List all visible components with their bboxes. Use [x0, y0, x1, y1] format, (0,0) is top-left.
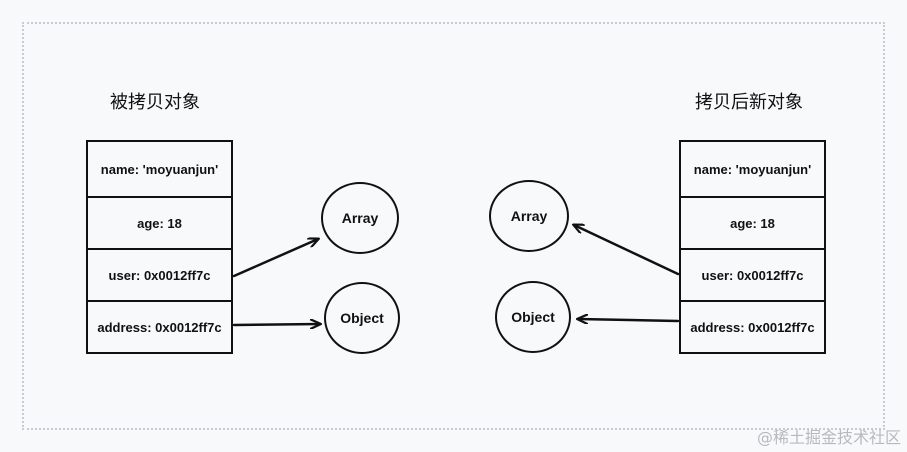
left-array-node: Array [321, 182, 399, 254]
left-object-node: Object [324, 282, 400, 354]
right-row-name: name: 'moyuanjun' [693, 161, 812, 177]
diagram-frame [22, 22, 885, 430]
right-row-address: address: 0x0012ff7c [681, 300, 824, 352]
arrow-right-address-to-object [578, 319, 680, 321]
left-object-table: name: 'moyuanjun' age: 18 user: 0x0012ff… [86, 140, 233, 354]
right-object-node: Object [495, 281, 571, 353]
arrow-left-address-to-object [232, 324, 320, 325]
right-object-table: name: 'moyuanjun' age: 18 user: 0x0012ff… [679, 140, 826, 354]
right-title: 拷贝后新对象 [695, 92, 803, 113]
right-row-age: age: 18 [681, 196, 824, 248]
right-row-user: user: 0x0012ff7c [681, 248, 824, 300]
arrow-left-user-to-array [232, 239, 318, 278]
left-row-user: user: 0x0012ff7c [88, 248, 231, 300]
left-row-name: name: 'moyuanjun' [100, 161, 219, 177]
left-row-age: age: 18 [88, 196, 231, 248]
arrow-right-user-to-array [574, 225, 680, 276]
watermark: @稀土掘金技术社区 [756, 428, 901, 447]
right-array-node: Array [489, 180, 569, 252]
left-title: 被拷贝对象 [110, 92, 200, 113]
left-row-address: address: 0x0012ff7c [88, 300, 231, 352]
